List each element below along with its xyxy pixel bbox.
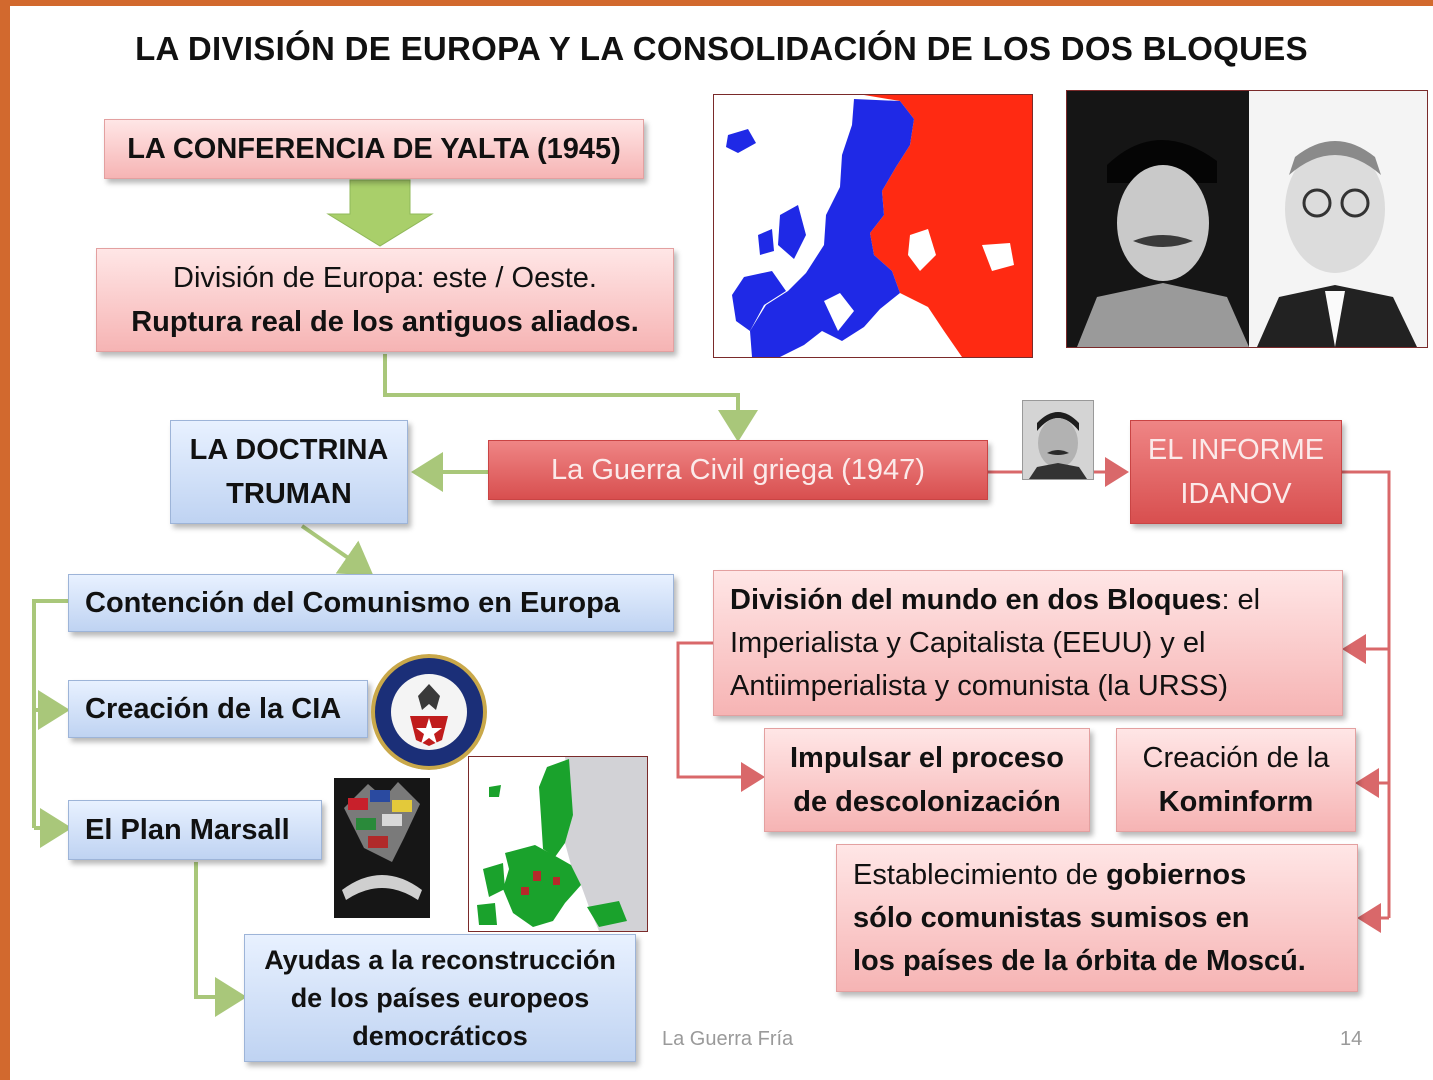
cia-seal-graphic [371, 654, 487, 770]
footer-label: La Guerra Fría [662, 1028, 794, 1050]
descolonizacion-box: Impulsar el proceso de descolonización [764, 728, 1090, 832]
doctrina-truman-box: LA DOCTRINA TRUMAN [170, 420, 408, 524]
yalta-box: LA CONFERENCIA DE YALTA (1945) [104, 119, 644, 179]
informe-idanov-box: EL INFORME IDANOV [1130, 420, 1342, 524]
marshall-plan-poster [334, 778, 430, 918]
kominform-line1: Creación de la [1142, 742, 1330, 774]
informe-idanov-line1: EL INFORME [1147, 434, 1325, 466]
gobiernos-plain: Establecimiento de [853, 858, 1107, 891]
footer-page-number: 14 [1340, 1028, 1363, 1050]
doctrina-truman-line1: LA DOCTRINA [189, 434, 389, 466]
informe-idanov-line2: IDANOV [1180, 478, 1292, 510]
kominform-box: Creación de la Kominform [1116, 728, 1356, 832]
connector-lines [32, 179, 1391, 1017]
guerra-civil-griega-box: La Guerra Civil griega (1947) [488, 440, 988, 500]
guerra-civil-griega-text: La Guerra Civil griega (1947) [551, 453, 925, 486]
division-mundo-bold: División del mundo en dos Bloques [730, 583, 1222, 616]
connector-informe-right-bus [1342, 470, 1391, 918]
ayudas-line1: Ayudas a la reconstrucción [264, 945, 616, 975]
division-mundo-line1: División del mundo en dos Bloques: el [730, 579, 1260, 622]
connector-division-to-greek [383, 354, 758, 442]
stalin-truman-graphic [1067, 91, 1427, 347]
division-europa-line1: División de Europa: este / Oeste. [173, 262, 597, 294]
ayudas-line2: de los países europeos [290, 983, 590, 1013]
kominform-line2: Kominform [1158, 786, 1314, 818]
connector-contencion-left-bus [32, 599, 68, 828]
gobiernos-line2: sólo comunistas sumisos en [853, 901, 1250, 934]
ayudas-line3: democráticos [352, 1021, 528, 1051]
gobiernos-line3: los países de la órbita de Moscú. [853, 944, 1306, 977]
ayudas-reconstruccion-box: Ayudas a la reconstrucción de los países… [244, 934, 636, 1062]
yalta-down-arrow [326, 179, 434, 247]
marshall-plan-poster-graphic [334, 778, 430, 918]
division-mundo-rest: : el [1221, 583, 1261, 616]
marshall-plan-map [468, 756, 648, 932]
cia-text: Creación de la CIA [85, 692, 342, 725]
slide: LA DIVISIÓN DE EUROPA Y LA CONSOLIDACIÓN… [10, 6, 1433, 1080]
cia-seal [370, 654, 488, 770]
division-mundo-line2: Imperialista y Capitalista (EEUU) y el [730, 626, 1206, 659]
yalta-text: LA CONFERENCIA DE YALTA (1945) [127, 132, 621, 165]
europe-division-map [713, 94, 1033, 358]
descolonizacion-line2: de descolonización [793, 786, 1061, 818]
division-europa-line2: Ruptura real de los antiguos aliados. [131, 306, 639, 338]
gobiernos-comunistas-box: Establecimiento de gobiernos sólo comuni… [836, 844, 1358, 992]
gobiernos-line1: Establecimiento de gobiernos [853, 854, 1246, 897]
division-mundo-box: División del mundo en dos Bloques: el Im… [713, 570, 1343, 716]
contencion-text: Contención del Comunismo en Europa [85, 586, 620, 619]
division-europa-box: División de Europa: este / Oeste. Ruptur… [96, 248, 674, 352]
connector-truman-to-contencion [300, 524, 374, 576]
europe-division-map-graphic [726, 95, 1032, 357]
marshall-plan-map-graphic [469, 757, 647, 931]
cia-box: Creación de la CIA [68, 680, 368, 738]
plan-marsall-text: El Plan Marsall [85, 813, 290, 846]
doctrina-truman-line2: TRUMAN [226, 478, 352, 510]
stalin-truman-photo [1066, 90, 1428, 348]
gobiernos-bold: gobiernos [1106, 858, 1247, 891]
descolonizacion-line1: Impulsar el proceso [790, 742, 1064, 774]
connector-marsall-to-ayudas [194, 862, 247, 1017]
zhdanov-portrait-graphic [1023, 401, 1093, 479]
zhdanov-portrait [1022, 400, 1094, 480]
plan-marsall-box: El Plan Marsall [68, 800, 322, 860]
contencion-box: Contención del Comunismo en Europa [68, 574, 674, 632]
connector-mundo-to-descolon [676, 641, 765, 792]
slide-title: LA DIVISIÓN DE EUROPA Y LA CONSOLIDACIÓN… [135, 30, 1308, 67]
division-mundo-line3: Antiimperialista y comunista (la URSS) [730, 669, 1228, 702]
